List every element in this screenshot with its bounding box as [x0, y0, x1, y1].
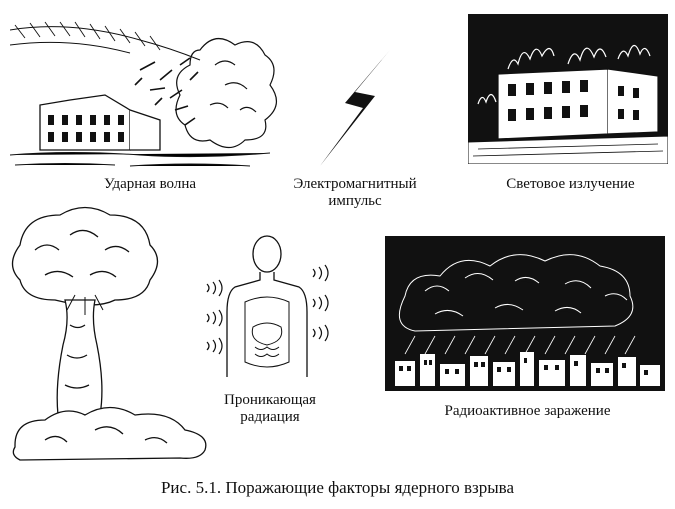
emp-label-line1: Электромагнитный	[293, 176, 417, 192]
emp-label-line2: импульс	[328, 193, 382, 209]
figure-caption: Рис. 5.1. Поражающие факторы ядерного вз…	[160, 478, 515, 497]
mushroom-cloud-drawing	[11, 206, 207, 461]
light-radiation-label: Световое излучение	[506, 176, 635, 192]
caption-shock-wave: Ударная волна	[70, 176, 230, 193]
radioactive-contamination-label: Радиоактивное заражение	[444, 403, 611, 419]
caption-light-radiation: Световое излучение	[478, 176, 663, 193]
human-figure-drawing	[206, 235, 329, 377]
lightning-icon	[320, 50, 390, 166]
shock-wave-label: Ударная волна	[103, 176, 197, 192]
burning-building-drawing	[468, 14, 668, 164]
caption-emp: Электромагнитный импульс	[270, 176, 440, 210]
mushroom-cloud-illustration	[5, 205, 215, 470]
penetrating-radiation-illustration	[205, 232, 335, 387]
caption-penetrating-radiation: Проникающая радиация	[200, 392, 340, 426]
penetrating-label-line1: Проникающая	[224, 392, 316, 408]
emp-illustration	[305, 48, 405, 168]
radioactive-contamination-illustration	[385, 236, 665, 391]
shock-wave-drawing	[10, 21, 277, 167]
light-radiation-illustration	[468, 14, 668, 164]
caption-radioactive-contamination: Радиоактивное заражение	[395, 403, 660, 420]
shock-wave-illustration	[10, 10, 280, 175]
fallout-cloud-drawing	[385, 236, 665, 391]
penetrating-label-line2: радиация	[240, 409, 300, 425]
